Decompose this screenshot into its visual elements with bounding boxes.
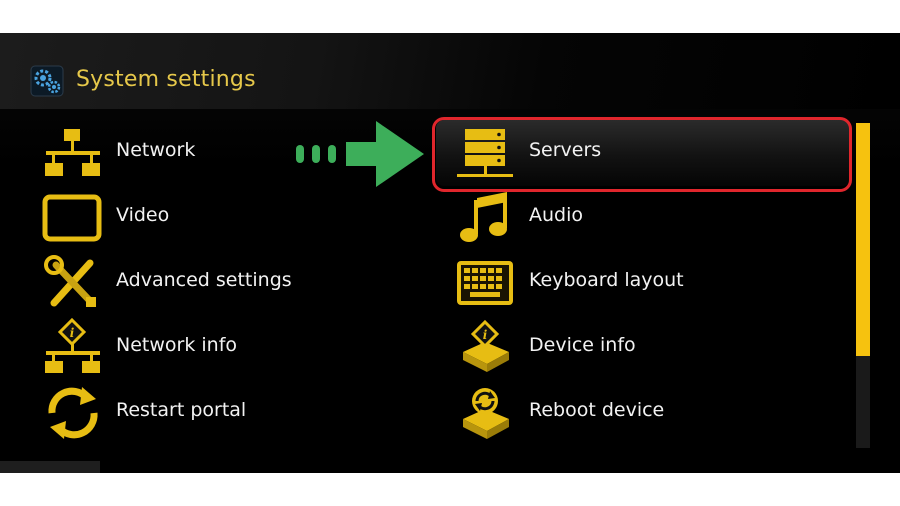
music-note-icon [460, 192, 507, 242]
tools-icon [44, 255, 96, 307]
bottom-edge-strip [0, 461, 100, 473]
menu-item-advanced-settings-label: Advanced settings [116, 269, 292, 291]
monitor-icon [42, 194, 102, 242]
menu-item-servers-label: Servers [529, 139, 602, 161]
device-info-icon: i [463, 319, 509, 372]
stb-screen: System settings Network Video Advanced s… [0, 33, 900, 473]
keyboard-icon [457, 261, 513, 305]
gears-icon [30, 65, 64, 97]
svg-text:i: i [483, 328, 488, 342]
green-arrow-icon [296, 121, 424, 187]
menu-item-reboot-device-label: Reboot device [529, 399, 665, 421]
svg-text:i: i [70, 326, 75, 340]
menu-item-video[interactable]: Video [42, 188, 302, 248]
header-bar: System settings [0, 33, 900, 109]
menu-item-video-label: Video [116, 204, 170, 226]
menu-item-restart-portal[interactable]: Restart portal [42, 383, 302, 443]
reboot-device-icon [463, 388, 509, 439]
menu-item-network[interactable]: Network [42, 123, 302, 183]
network-info-icon: i [45, 318, 100, 373]
menu-item-device-info[interactable]: i Device info [455, 318, 835, 378]
servers-highlight-box [432, 117, 852, 192]
menu-item-restart-portal-label: Restart portal [116, 399, 247, 421]
menu-item-device-info-label: Device info [529, 334, 636, 356]
menu-item-keyboard-layout[interactable]: Keyboard layout [455, 253, 835, 313]
scrollbar-thumb[interactable] [856, 123, 870, 356]
menu-item-network-info[interactable]: i Network info [42, 318, 302, 378]
menu-item-servers[interactable]: Servers [455, 123, 835, 183]
servers-icon [457, 129, 513, 177]
menu-item-audio-label: Audio [529, 204, 584, 226]
menu-item-reboot-device[interactable]: Reboot device [455, 383, 835, 443]
menu-item-advanced-settings[interactable]: Advanced settings [42, 253, 302, 313]
menu-item-network-label: Network [116, 139, 196, 161]
menu-item-keyboard-layout-label: Keyboard layout [529, 269, 684, 291]
menu-item-audio[interactable]: Audio [455, 188, 835, 248]
menu-item-network-info-label: Network info [116, 334, 238, 356]
page-title: System settings [76, 67, 256, 92]
network-icon [45, 129, 100, 176]
restart-icon [48, 387, 98, 439]
